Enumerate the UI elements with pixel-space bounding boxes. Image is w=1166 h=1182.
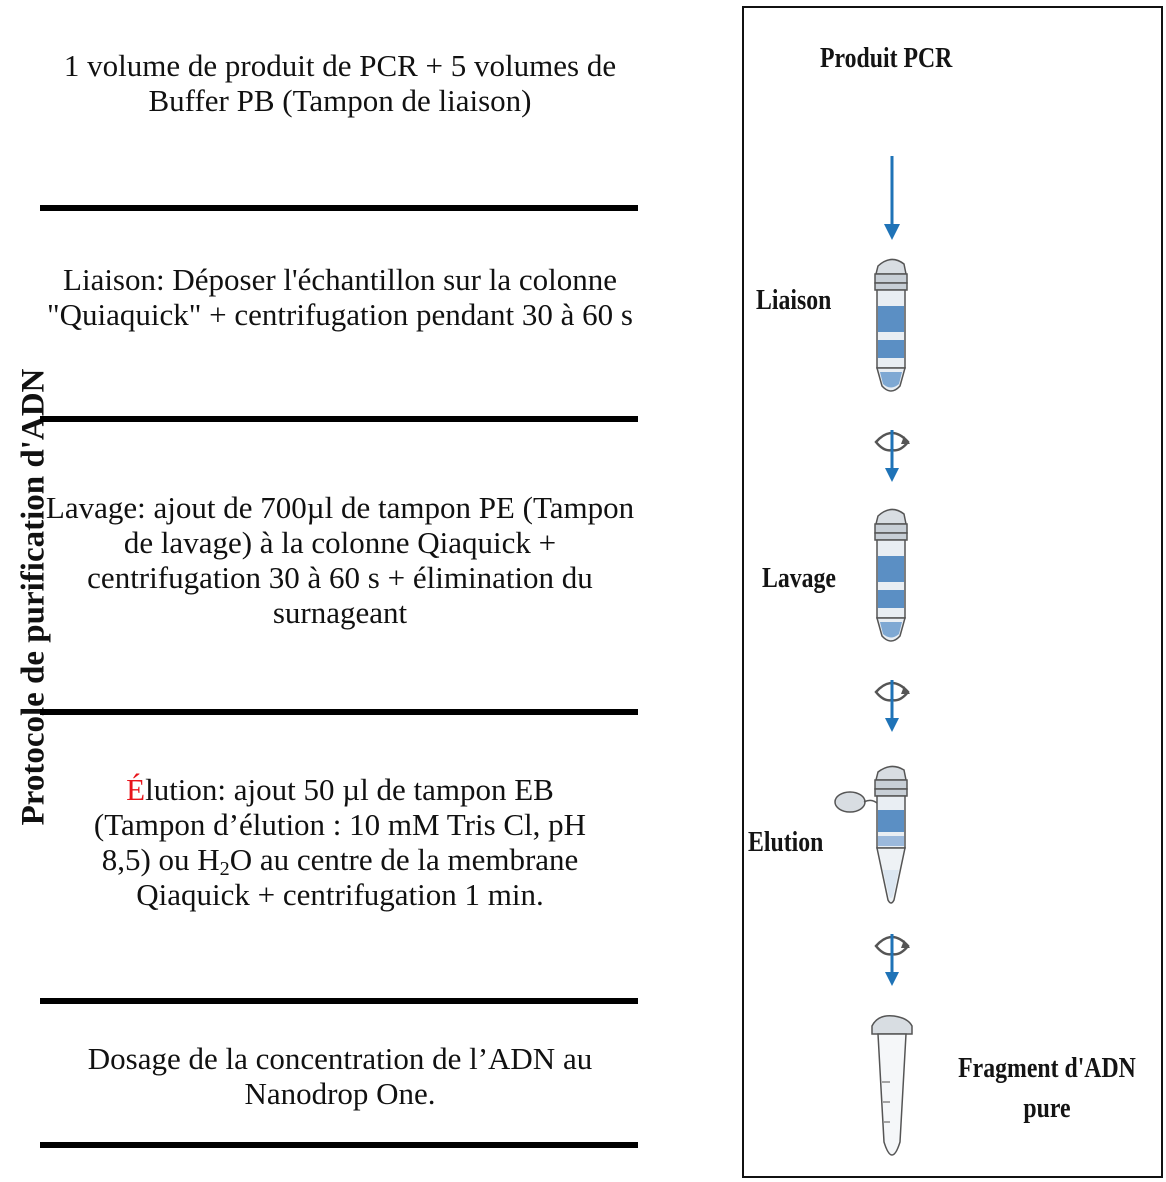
final-product-label-line-1: Fragment d'ADN: [958, 1052, 1136, 1084]
step-5-text: Dosage de la concentration de l’ADN au N…: [87, 1041, 593, 1111]
spin-column-icon: [874, 258, 908, 392]
stage-label-liaison: Liaison: [756, 284, 832, 316]
down-arrow-icon: [884, 156, 900, 240]
spin-column-icon: [874, 508, 908, 642]
step-4-line-2: (Tampon d’élution : 10 mM Tris Cl, pH: [93, 807, 587, 842]
step-4-line-3b: O au centre de la membrane: [229, 842, 579, 877]
pcr-product-label: Produit PCR: [820, 42, 953, 74]
step-4-text: Élution: ajout 50 µl de tampon EB (Tampo…: [40, 772, 640, 912]
stage-label-elution: Elution: [748, 826, 824, 858]
purification-diagram: Produit PCR Liaison Lavage: [742, 6, 1163, 1178]
step-1-text: 1 volume de produit de PCR + 5 volumes d…: [63, 48, 617, 118]
step-4-line-1: lution: ajout 50 µl de tampon EB: [145, 772, 554, 807]
step-3-text: Lavage: ajout de 700µl de tampon PE (Tam…: [45, 490, 635, 630]
divider-5: [40, 1142, 638, 1148]
step-4-initial: É: [126, 772, 146, 807]
final-product-label-line-2: pure: [1023, 1092, 1071, 1124]
centrifuge-spin-icon: [874, 680, 910, 732]
step-4-subscript: 2: [219, 858, 230, 881]
step-4-line-3a: 8,5) ou H: [101, 842, 220, 877]
elution-tube-icon: [834, 765, 908, 904]
final-product-label: Fragment d'ADN pure: [953, 1048, 1142, 1128]
centrifuge-spin-icon: [874, 934, 910, 986]
divider-4: [40, 998, 638, 1004]
step-4-line-4: Qiaquick + centrifugation 1 min.: [136, 877, 544, 912]
centrifuge-spin-icon: [874, 430, 910, 482]
microtube-icon: [871, 1014, 913, 1156]
divider-3: [40, 709, 638, 715]
step-2-text: Liaison: Déposer l'échantillon sur la co…: [46, 262, 633, 332]
divider-1: [40, 205, 638, 211]
stage-label-lavage: Lavage: [762, 562, 836, 594]
divider-2: [40, 416, 638, 422]
